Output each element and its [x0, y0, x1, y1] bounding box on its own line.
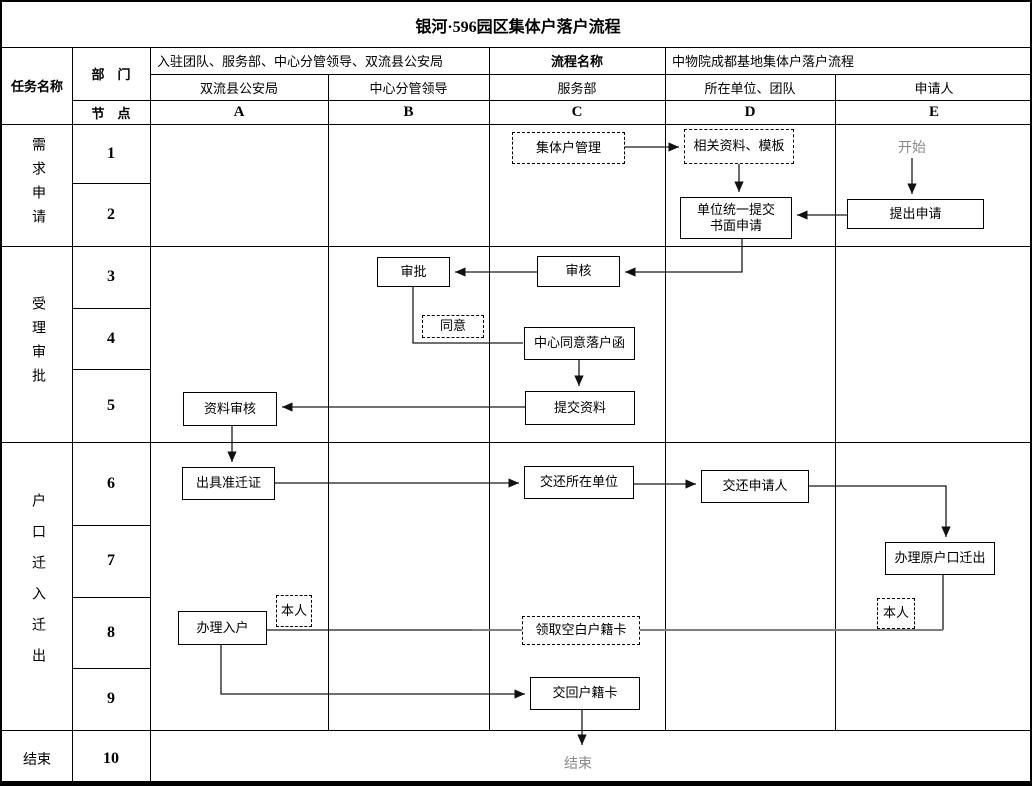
grid-line — [72, 308, 150, 309]
node-collect-blank-card: 领取空白户籍卡 — [522, 616, 640, 645]
start-marker: 开始 — [898, 141, 926, 156]
node-review: 审核 — [537, 256, 620, 287]
node-number-1: 1 — [107, 144, 115, 162]
process-name-label: 流程名称 — [550, 54, 603, 69]
grid-line — [150, 74, 1030, 75]
node-in-person-left: 本人 — [276, 595, 312, 627]
lane-letter-b: B — [403, 103, 414, 120]
node-return-to-applicant: 交还申请人 — [701, 470, 809, 503]
grid-line — [835, 74, 836, 730]
phase-end: 结束 — [23, 753, 51, 768]
grid-line — [150, 47, 151, 781]
node-number-3: 3 — [107, 268, 115, 285]
lane-letter-c: C — [571, 103, 583, 120]
grid-line — [665, 47, 666, 730]
node-material-review: 资料审核 — [183, 392, 277, 426]
lane-letter-a: A — [233, 103, 245, 120]
grid-line — [328, 74, 329, 730]
node-header: 节 点 — [91, 105, 131, 121]
node-center-consent-letter: 中心同意落户函 — [524, 327, 635, 360]
edge-approval-to-consent — [412, 287, 523, 344]
grid-line — [72, 597, 150, 598]
department-header: 部 门 — [91, 67, 131, 82]
grid-line — [2, 442, 1030, 443]
phase-demand-application: 需求申请 — [30, 137, 45, 233]
node-approval: 审批 — [377, 257, 450, 287]
node-number-5: 5 — [107, 396, 115, 414]
task-name-header: 任务名称 — [10, 79, 63, 94]
grid-line — [2, 730, 1030, 731]
lane-header-unit-team: 所在单位、团队 — [704, 80, 796, 96]
page-title: 银河·596园区集体户落户流程 — [415, 18, 621, 36]
node-related-materials-template: 相关资料、模板 — [684, 129, 794, 164]
grid-line — [72, 668, 150, 669]
edge-returnapplicant-to-moveout — [809, 485, 951, 537]
grid-line — [72, 183, 150, 184]
process-name-value: 中物院成都基地集体户落户流程 — [672, 54, 855, 69]
lane-header-center-leader: 中心分管领导 — [369, 80, 448, 96]
grid-line — [489, 47, 490, 730]
grid-line — [2, 124, 1030, 125]
node-number-6: 6 — [107, 474, 115, 492]
node-submit-materials: 提交资料 — [525, 391, 635, 425]
node-number-2: 2 — [107, 205, 115, 223]
node-collective-household-management: 集体户管理 — [512, 132, 625, 164]
lane-header-applicant: 申请人 — [914, 80, 954, 96]
phase-acceptance-approval: 受理审批 — [30, 296, 45, 392]
node-agree-note: 同意 — [422, 315, 484, 338]
edge-unit-to-review — [625, 239, 743, 277]
lane-header-police: 双流县公安局 — [199, 80, 278, 96]
node-return-card: 交回户籍卡 — [530, 677, 640, 710]
grid-line — [72, 47, 73, 781]
node-submit-application: 提出申请 — [847, 199, 984, 229]
node-handle-original-moveout: 办理原户口迁出 — [885, 542, 995, 575]
grid-line — [72, 525, 150, 526]
lane-header-service-dept: 服务部 — [557, 80, 597, 96]
node-number-9: 9 — [107, 690, 115, 707]
phase-household-migration: 户口迁入迁出 — [30, 492, 45, 679]
departments-involved: 入驻团队、服务部、中心分管领导、双流县公安局 — [157, 54, 444, 69]
edge-registration-to-returncard — [220, 645, 525, 699]
node-in-person-right: 本人 — [877, 598, 915, 629]
node-return-to-unit: 交还所在单位 — [524, 466, 634, 499]
node-number-7: 7 — [107, 552, 115, 569]
node-unit-written-application: 单位统一提交 书面申请 — [680, 197, 792, 239]
node-number-10: 10 — [103, 750, 119, 767]
lane-letter-e: E — [928, 103, 939, 120]
node-handle-registration: 办理入户 — [178, 611, 267, 645]
node-issue-migration-permit: 出具准迁证 — [182, 467, 275, 500]
node-number-8: 8 — [107, 623, 115, 641]
grid-line — [72, 369, 150, 370]
lane-letter-d: D — [744, 103, 756, 120]
grid-line — [2, 47, 1030, 48]
grid-line — [72, 100, 1030, 101]
grid-line — [2, 246, 1030, 247]
node-number-4: 4 — [107, 329, 115, 347]
end-marker: 结束 — [564, 757, 592, 772]
